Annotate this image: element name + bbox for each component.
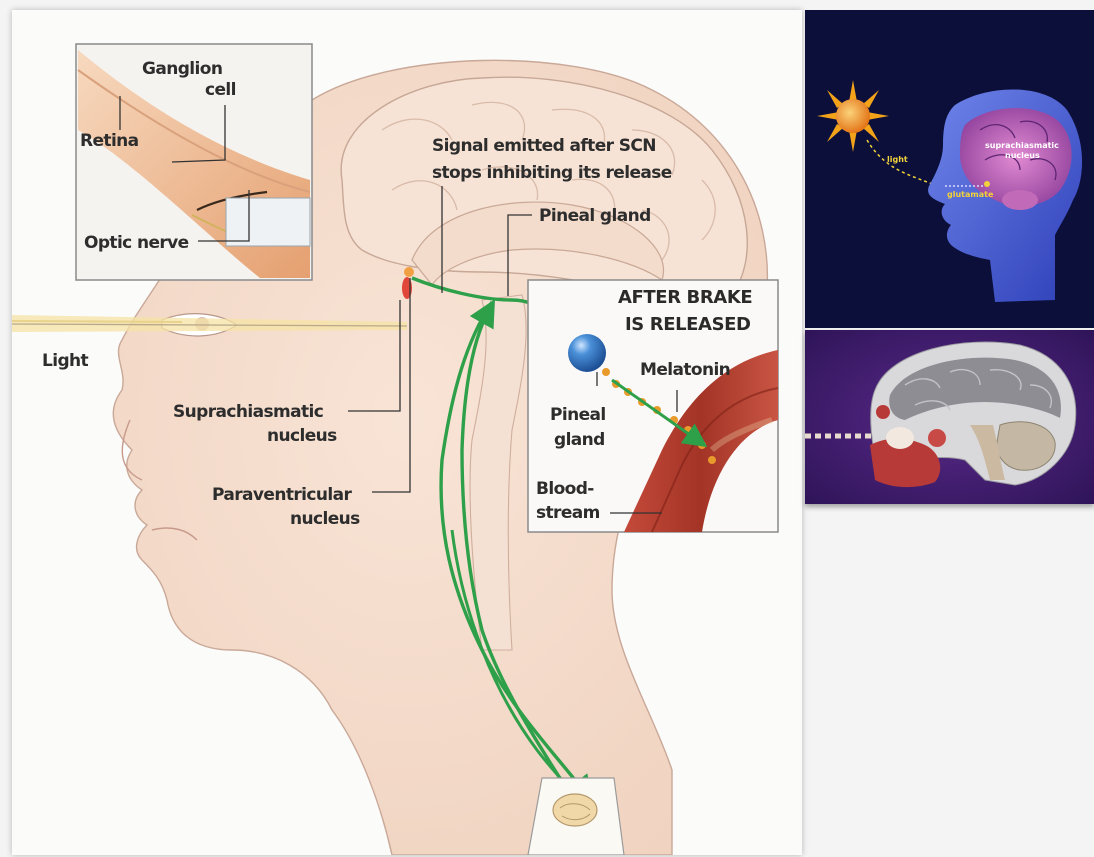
label-pineal-box-line2: gland xyxy=(554,430,605,450)
label-brake-title-line2: IS RELEASED xyxy=(625,314,751,335)
label-pvn-line2: nucleus xyxy=(290,509,360,529)
label-side-glutamate: glutamate xyxy=(947,190,994,199)
label-side-scn-line1: suprachiasmatic xyxy=(985,141,1059,150)
pvn-marker xyxy=(404,267,414,277)
pineal-gland-sphere xyxy=(568,334,606,372)
optic-nerve-sheath xyxy=(226,198,310,246)
main-diagram-panel: Ganglion cell Retina Optic nerve Light S… xyxy=(12,10,802,855)
label-retina: Retina xyxy=(80,131,139,151)
label-optic-nerve: Optic nerve xyxy=(84,233,189,253)
label-melatonin: Melatonin xyxy=(640,360,730,380)
label-scn-line2: nucleus xyxy=(267,426,337,446)
side-illustration-sun-head: light suprachiasmatic nucleus glutamate xyxy=(805,10,1094,328)
label-light: Light xyxy=(42,351,89,371)
after-brake-box: AFTER BRAKE IS RELEASED Melatonin Pineal… xyxy=(528,280,778,532)
label-signal-line2: stops inhibiting its release xyxy=(432,163,672,183)
label-pineal-gland: Pineal gland xyxy=(539,206,651,226)
label-pvn-line1: Paraventricular xyxy=(212,485,352,505)
side-bottom-svg xyxy=(805,330,1094,504)
label-side-light: light xyxy=(887,155,908,164)
label-side-scn-line2: nucleus xyxy=(1005,151,1040,160)
label-ganglion-line1: Ganglion xyxy=(142,59,222,79)
label-brake-title-line1: AFTER BRAKE xyxy=(618,287,752,308)
label-ganglion-line2: cell xyxy=(205,80,236,100)
sun-icon xyxy=(817,80,889,152)
superior-cervical-ganglion xyxy=(553,794,597,826)
label-blood-line1: Blood- xyxy=(536,479,594,499)
label-scn-line1: Suprachiasmatic xyxy=(173,402,323,422)
label-signal-line1: Signal emitted after SCN xyxy=(432,136,656,156)
side-top-svg: light suprachiasmatic nucleus glutamate xyxy=(805,10,1094,328)
label-pineal-box-line1: Pineal xyxy=(550,405,606,425)
label-blood-line2: stream xyxy=(536,503,600,523)
main-diagram-svg: Ganglion cell Retina Optic nerve Light S… xyxy=(12,10,802,855)
cerebellum-section xyxy=(997,422,1055,470)
side-illustration-brain-section xyxy=(805,330,1094,504)
